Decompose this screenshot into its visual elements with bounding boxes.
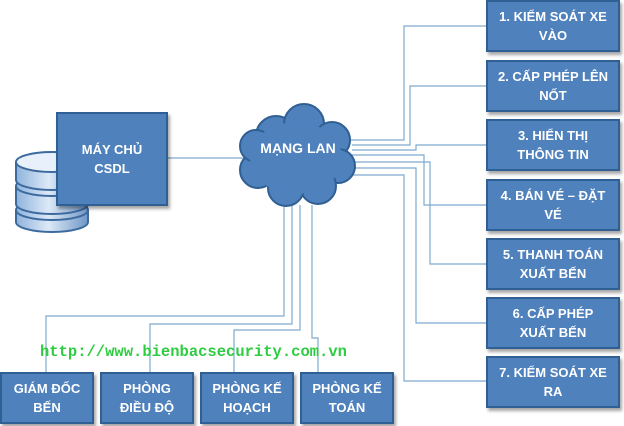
terminal-ticket-sales: 4. BÁN VÉ – ĐẶT VÉ — [486, 179, 620, 231]
network-label: MẠNG LAN — [260, 140, 336, 156]
dept-station-director-label: GIÁM ĐỐC BẾN — [13, 381, 81, 415]
database-server-label: MÁY CHỦ CSDL — [81, 142, 143, 176]
dept-dispatch-label: PHÒNG ĐIỀU ĐỘ — [119, 381, 175, 415]
terminal-departure-permit-label: 6. CẤP PHÉP XUẤT BẾN — [512, 306, 594, 340]
dept-planning: PHÒNG KẾ HOẠCH — [200, 372, 294, 424]
terminal-departure-payment-label: 5. THANH TOÁN XUẤT BẾN — [502, 247, 604, 281]
terminal-departure-payment: 5. THANH TOÁN XUẤT BẾN — [486, 238, 620, 290]
terminal-info-display: 3. HIỂN THỊ THÔNG TIN — [486, 119, 620, 171]
dept-dispatch: PHÒNG ĐIỀU ĐỘ — [100, 372, 194, 424]
terminal-entry-control: 1. KIỂM SOÁT XE VÀO — [486, 0, 620, 52]
terminal-ticket-sales-label: 4. BÁN VÉ – ĐẶT VÉ — [500, 188, 606, 222]
cloud-icon — [239, 103, 356, 207]
terminal-line-permit: 2. CẤP PHÉP LÊN NỐT — [486, 60, 620, 112]
terminal-line-permit-label: 2. CẤP PHÉP LÊN NỐT — [497, 69, 609, 103]
terminal-departure-permit: 6. CẤP PHÉP XUẤT BẾN — [486, 297, 620, 349]
dept-planning-label: PHÒNG KẾ HOẠCH — [212, 381, 282, 415]
database-server-box: MÁY CHỦ CSDL — [56, 112, 168, 206]
terminal-exit-control: 7. KIỂM SOÁT XE RA — [486, 356, 620, 408]
terminal-entry-control-label: 1. KIỂM SOÁT XE VÀO — [499, 9, 607, 43]
dept-station-director: GIÁM ĐỐC BẾN — [0, 372, 94, 424]
dept-accounting-label: PHÒNG KẾ TOÁN — [312, 381, 382, 415]
website-url: http://www.bienbacsecurity.com.vn — [40, 343, 347, 361]
terminal-exit-control-label: 7. KIỂM SOÁT XE RA — [499, 365, 607, 399]
terminal-info-display-label: 3. HIỂN THỊ THÔNG TIN — [517, 128, 589, 162]
dept-accounting: PHÒNG KẾ TOÁN — [300, 372, 394, 424]
